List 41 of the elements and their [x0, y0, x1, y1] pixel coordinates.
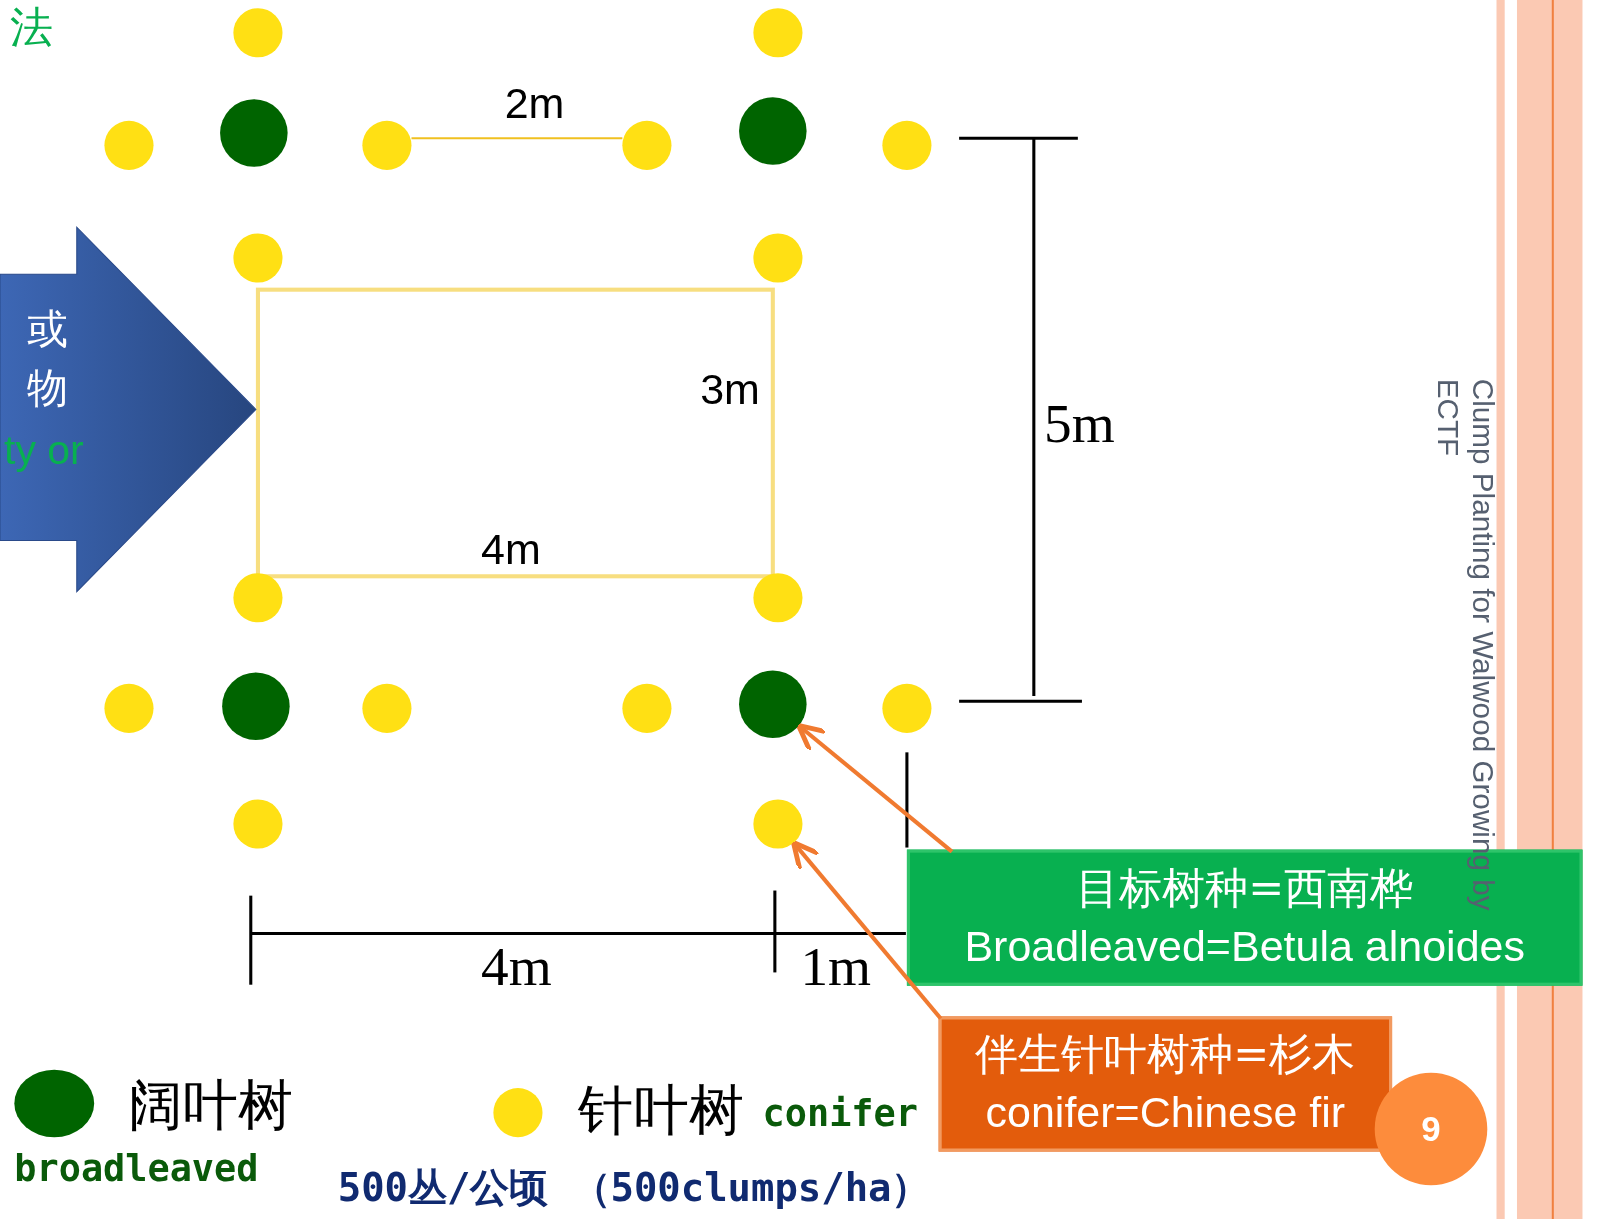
density-note: 500丛/公顷 （500clumps/ha） — [337, 1166, 931, 1210]
callout-box — [938, 1016, 1393, 1152]
side-caption: ECTF — [1431, 378, 1464, 457]
callout-text: 目标树种=西南桦 — [1076, 861, 1414, 915]
leader-arrow — [791, 840, 943, 1020]
conifer-dot — [753, 233, 803, 283]
conifer-dot — [622, 120, 672, 170]
legend-text: 针叶树 — [578, 1079, 745, 1141]
conifer-dot — [753, 8, 803, 58]
legend-text: 阔叶树 — [127, 1074, 294, 1136]
conifer-dot — [882, 683, 932, 733]
dimension-label: 4m — [481, 936, 552, 998]
dimension-label: 5m — [1044, 394, 1115, 455]
arrow-text: 或物 — [26, 304, 69, 414]
conifer-dot — [104, 120, 154, 170]
conifer-dot — [362, 683, 412, 733]
dimension-label: 4m — [481, 526, 541, 574]
dimension-label: 2m — [504, 79, 565, 128]
conifer-dot — [753, 799, 803, 849]
dimension-label: 3m — [700, 366, 760, 414]
legend-text: broadleaved — [14, 1148, 259, 1189]
conifer-dot — [104, 683, 154, 733]
leader-arrow — [796, 722, 954, 854]
arrow-text: ty or — [4, 425, 84, 474]
conifer-dot — [622, 683, 672, 733]
arrow-shape — [0, 227, 256, 592]
conifer-dot — [882, 120, 932, 170]
page-number: 9 — [1421, 1109, 1441, 1149]
legend-text: conifer — [762, 1093, 918, 1134]
heading-fragment: 法 — [10, 4, 54, 52]
callout-text: Broadleaved=Betula alnoides — [964, 920, 1525, 972]
callout-text: 伴生针叶树种=杉木 — [975, 1028, 1356, 1082]
conifer-dot — [362, 120, 412, 170]
conifer-dot — [233, 573, 283, 623]
callout-text: conifer=Chinese fir — [985, 1087, 1346, 1139]
conifer-dot — [233, 8, 283, 58]
dimension-label: 1m — [800, 936, 872, 998]
conifer-dot — [233, 799, 283, 849]
conifer-dot — [753, 573, 803, 623]
side-caption: Clump Planting for Walwood Growing by — [1465, 378, 1499, 911]
conifer-dot — [233, 233, 283, 283]
